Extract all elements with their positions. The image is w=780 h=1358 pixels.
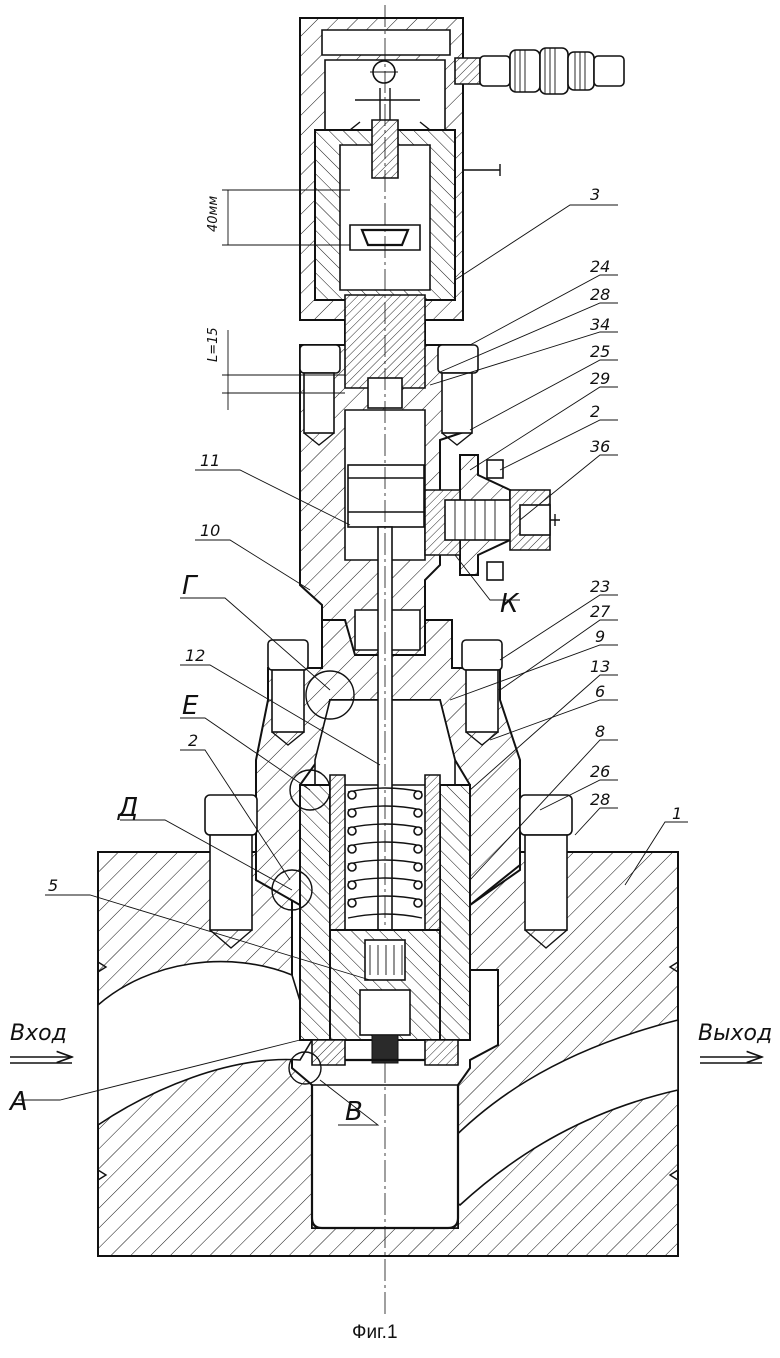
body-bolts — [204, 794, 573, 949]
leader-label-25: 26 — [590, 762, 610, 781]
valve-body — [97, 851, 679, 1257]
leader-label-1: 1 — [672, 804, 682, 823]
position-indicator — [424, 454, 560, 581]
letter-K: К — [500, 589, 520, 619]
leader-label-10: 10 — [200, 521, 220, 540]
leader-label-26: 27 — [590, 602, 611, 621]
dimension-stroke: 40мм — [206, 196, 221, 232]
leader-label-6: 6 — [595, 682, 605, 701]
leader-label-12: 12 — [185, 646, 205, 665]
leader-label-9: 9 — [595, 627, 605, 646]
leader-label-34: 34 — [590, 315, 610, 334]
dimension-lift: L=15 — [206, 327, 221, 362]
dimension-lines — [222, 189, 350, 410]
leader-label-11: 11 — [200, 451, 220, 470]
letter-G: Г — [182, 571, 199, 601]
labels: 3 24 28 34 25 29 2 36 11 10 12 2 5 23 27… — [8, 185, 772, 1343]
leader-label-36: 36 — [590, 437, 610, 456]
leader-label-4: 3 — [590, 185, 600, 204]
leader-label-3: 2 — [590, 402, 600, 421]
flow-arrows — [10, 1057, 762, 1064]
leader-label-22: 23 — [590, 577, 610, 596]
spring-coils — [347, 787, 423, 919]
letter-A: А — [8, 1087, 28, 1117]
valve-stem — [347, 5, 425, 1315]
middle-flange-bolts — [267, 639, 503, 746]
upper-flange-bolts — [299, 344, 479, 446]
letter-V: В — [345, 1097, 363, 1127]
electrical-connector — [454, 47, 625, 176]
leader-label-5: 5 — [48, 876, 58, 895]
spring-assembly — [299, 774, 471, 1066]
inlet-label: Вход — [10, 1021, 67, 1046]
leader-label-29: 28 — [590, 790, 610, 809]
leader-label-28: 29 — [590, 369, 610, 388]
leader-label-8: 8 — [595, 722, 605, 741]
figure-caption: Фиг.1 — [352, 1322, 398, 1343]
leader-label-13: 13 — [590, 657, 610, 676]
leader-label-23: 24 — [590, 257, 610, 276]
leader-label-24: 25 — [590, 342, 610, 361]
detail-circles — [271, 670, 355, 1085]
leader-label-2: 2 — [188, 731, 198, 750]
letter-E: Е — [182, 691, 199, 721]
leader-lines — [18, 204, 688, 1126]
actuator-housing — [299, 17, 464, 389]
outlet-label: Выход — [698, 1021, 772, 1046]
letter-D: Д — [117, 793, 138, 823]
leader-label-27: 28 — [590, 285, 610, 304]
